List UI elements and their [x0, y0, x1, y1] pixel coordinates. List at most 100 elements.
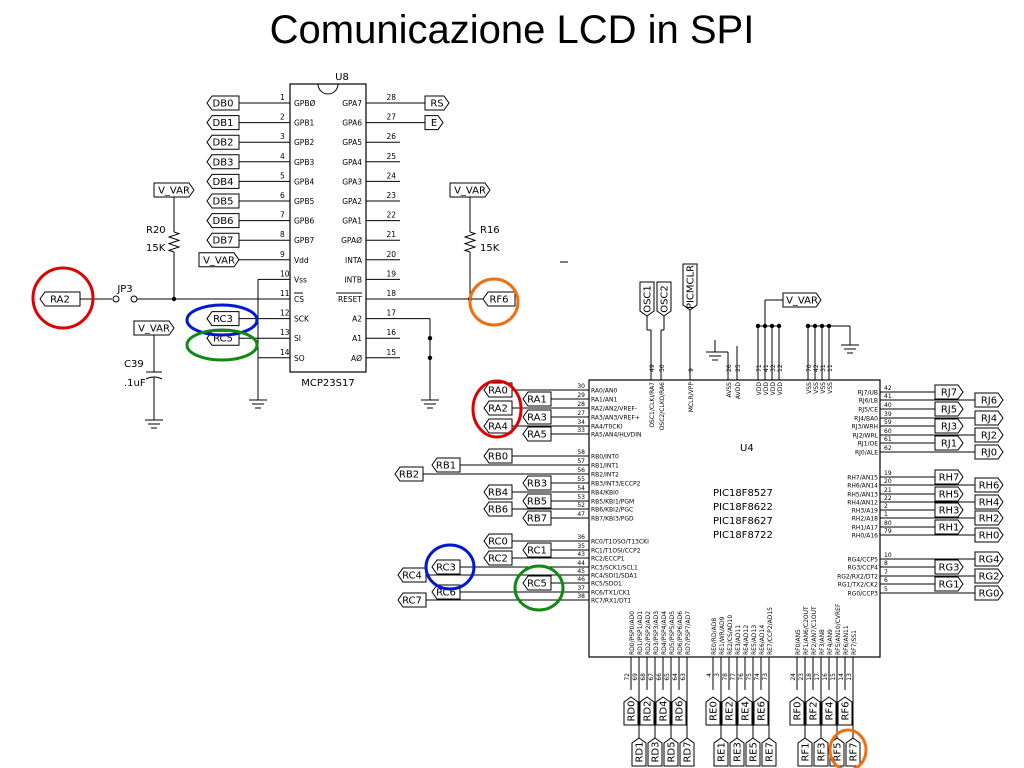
tag-text: OSC1: [643, 285, 654, 313]
tag-text: RA4: [488, 422, 508, 433]
tag-outline: [845, 737, 861, 767]
tag-text: DB0: [213, 99, 234, 110]
pin-name: RC6/TX1/CK1: [591, 590, 631, 597]
pin-number: 44: [577, 560, 585, 567]
tag-text: RE2: [725, 701, 736, 721]
tag-outline: [153, 182, 195, 198]
tag-text: RC5: [527, 579, 547, 590]
pic-part-number: PIC18F8722: [713, 530, 773, 541]
pin-number: 21: [884, 487, 892, 494]
tag-rj4: RJ4: [974, 410, 1004, 426]
pin-name: RH1/A17: [852, 525, 878, 532]
pin-number: 16: [822, 673, 829, 681]
pin-number: 11: [280, 289, 290, 298]
tag-text: RB4: [488, 488, 508, 499]
tag-text: RB1: [436, 461, 456, 472]
pic-part-number: PIC18F8627: [713, 516, 773, 527]
pin-number: 42: [813, 364, 820, 372]
pin-number: 18: [386, 289, 396, 298]
tag-text: RB5: [527, 497, 547, 508]
tag-v-var-r20: V_VAR: [153, 182, 195, 198]
pin-name: CS: [294, 295, 304, 304]
pin-number: 68: [640, 673, 647, 681]
pin-number: 58: [577, 449, 585, 456]
tag-text: RE4: [741, 701, 752, 721]
tag-outline: [753, 696, 769, 726]
tag-outline: [655, 696, 671, 726]
pin-number: 25: [386, 152, 396, 161]
pin-number: 74: [754, 673, 761, 681]
pin-number: 4: [280, 152, 285, 161]
pin-number: 10: [280, 269, 290, 278]
tag-db7: DB7: [206, 232, 240, 248]
tag-outline: [934, 418, 964, 434]
tag-re0: RE0: [705, 696, 721, 726]
pin-number: 21: [386, 230, 396, 239]
tag-text: PICMCLR: [686, 265, 697, 309]
tag-text: E: [431, 118, 437, 129]
tag-outline: [821, 696, 837, 726]
tag-text: RC5: [213, 334, 233, 345]
pin-number: 66: [656, 673, 663, 681]
pin-name: RA0/AN0: [591, 388, 617, 395]
tag-v-var-r16: V_VAR: [449, 182, 491, 198]
tag-rf4: RF4: [821, 696, 837, 726]
tag-text: DB5: [213, 197, 234, 208]
pin-name: RJ1/OE: [858, 441, 879, 448]
tag-text: V_VAR: [158, 186, 190, 197]
tag-rb5: RB5: [522, 493, 552, 509]
pin-number: 56: [577, 467, 585, 474]
tag-outline: [663, 737, 679, 767]
pin-name: RB0/INT0: [591, 454, 619, 461]
tag-outline: [631, 737, 647, 767]
tag-text: V_VAR: [203, 255, 235, 266]
tag-text: RD2: [643, 700, 654, 721]
tag-outline: [805, 696, 821, 726]
pin-number: 15: [386, 348, 396, 357]
tag-outline: [671, 696, 687, 726]
pin-number: 37: [577, 585, 585, 592]
pin-number: 6: [884, 577, 888, 584]
tag-outline: [797, 737, 813, 767]
tag-outline: [729, 737, 745, 767]
tag-re7: RE7: [761, 737, 777, 767]
tag-text: RB2: [399, 470, 419, 481]
pin-number: 40: [884, 402, 892, 409]
junction-dot: [769, 323, 775, 329]
tag-outline: [974, 494, 1004, 510]
tag-rc7: RC7: [397, 592, 427, 608]
pin-number: 1: [280, 93, 285, 102]
pin-number: 39: [884, 411, 892, 418]
tag-text: RF0: [793, 701, 804, 720]
tag-text: RH1: [939, 523, 960, 534]
tag-rb0: RB0: [483, 448, 513, 464]
tag-rf6: RF6: [837, 696, 853, 726]
tag-text: RA2: [50, 295, 70, 306]
pin-name: RA5/AN4/HLVDIN: [591, 432, 641, 439]
tag-outline: [974, 585, 1004, 601]
pin-number: 27: [386, 113, 396, 122]
pin-number: 26: [726, 364, 733, 372]
tag-rd1: RD1: [631, 737, 647, 767]
pin-name: RF0/AN5: [795, 629, 802, 655]
tag-rf2: RF2: [805, 696, 821, 726]
pin-number: 75: [746, 673, 753, 681]
tag-outline: [934, 502, 964, 518]
pin-name: RD2/PSP2/AD2: [645, 611, 652, 655]
pin-number: 9: [280, 250, 285, 259]
pin-name: RC0/T1OSO/T13CKI: [591, 539, 649, 546]
pin-number: 11: [827, 364, 834, 372]
pin-number: 61: [884, 436, 892, 443]
tag-text: RD5: [667, 741, 678, 762]
pin-name: RB4/KBI0: [591, 490, 619, 497]
tag-outline: [974, 551, 1004, 567]
tag-text: RH3: [939, 506, 960, 517]
tag-db1: DB1: [206, 115, 240, 131]
pin-number: 14: [280, 348, 290, 357]
tag-rs: RS: [424, 95, 450, 111]
tag-text: RJ7: [941, 388, 957, 399]
tag-rb2: RB2: [394, 466, 424, 482]
tag-text: RJ3: [941, 422, 957, 433]
tag-text: RA1: [527, 395, 547, 406]
pin-number: 19: [884, 470, 892, 477]
